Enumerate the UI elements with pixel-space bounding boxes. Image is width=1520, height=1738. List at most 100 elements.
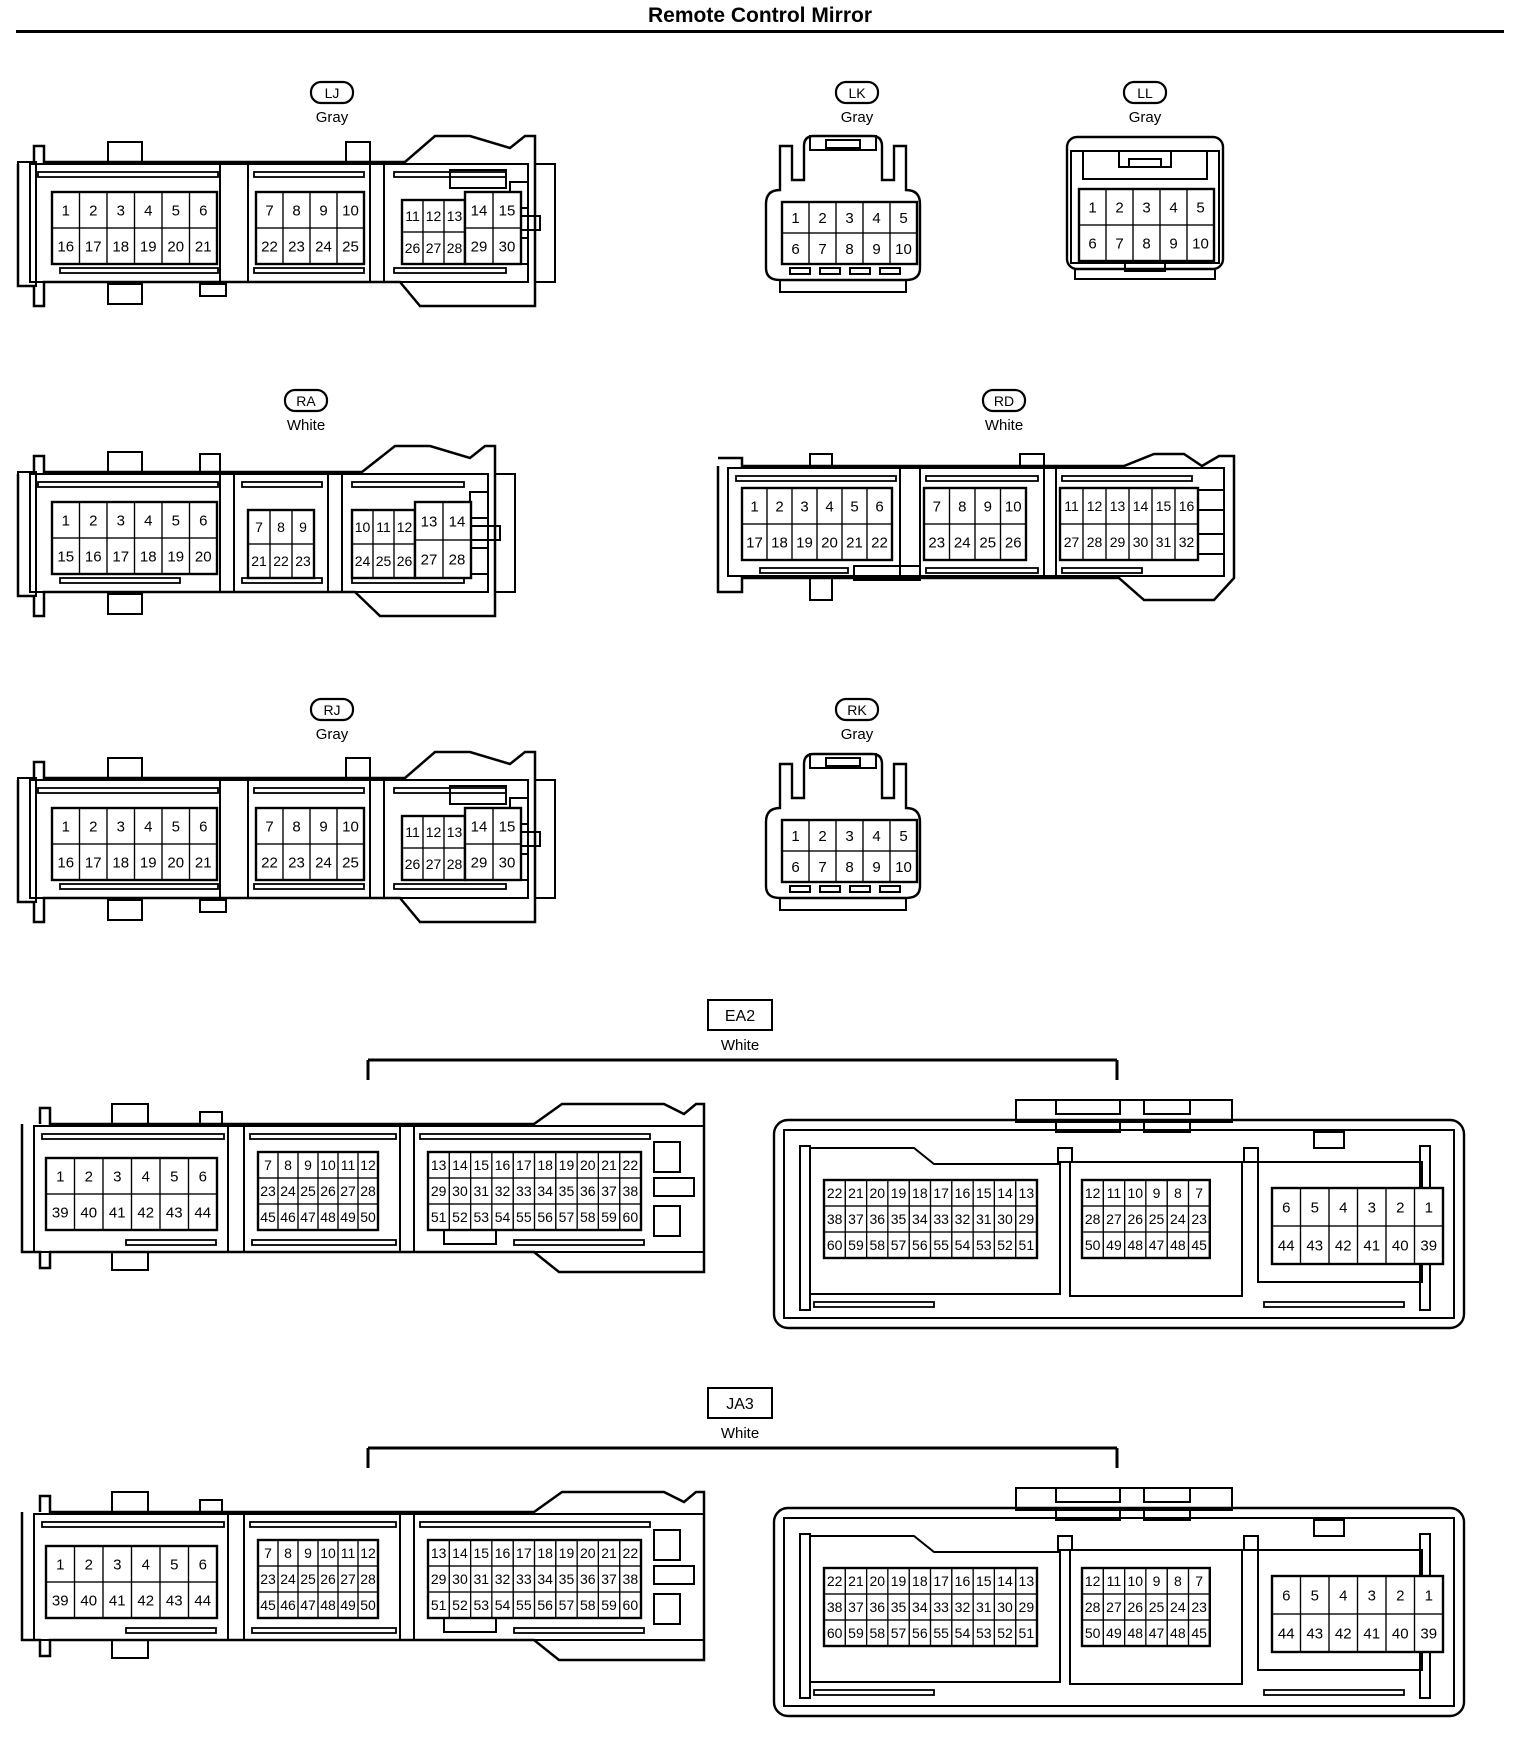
connector-color: Gray [1129,109,1162,126]
shell-outline [16,444,497,618]
pin-number: 57 [891,1625,907,1641]
shell-segment [253,883,365,890]
pin-number: 27 [340,1183,356,1199]
pin-number: 10 [342,202,359,219]
shell-segment [879,885,901,893]
pin-number: 26 [320,1183,336,1199]
pin-number: 22 [261,238,278,255]
shell-segment [1019,453,1045,467]
pin-number: 49 [340,1597,356,1613]
pin-number: 20 [167,854,184,871]
shell-outline [810,1147,1061,1295]
shell-segment [879,267,901,275]
pin-number: 56 [537,1209,553,1225]
pin-cell [187,1581,218,1619]
pin-number: 8 [1174,1573,1182,1589]
pin-number: 35 [891,1599,907,1615]
shell-segment [759,567,849,574]
pin-number: 52 [997,1625,1013,1641]
shell-segment [1055,1509,1121,1521]
shell-segment [253,267,365,274]
pin-number: 15 [57,548,74,565]
pin-number: 9 [304,1545,312,1561]
pin-number: 38 [623,1571,639,1587]
pin-number: 14 [997,1573,1013,1589]
pin-number: 55 [516,1209,532,1225]
shell-segment [59,267,219,274]
pin-number: 49 [1106,1625,1122,1641]
shell-segment [1263,1689,1405,1696]
shell-segment [33,1125,705,1253]
pin-number: 25 [300,1571,316,1587]
pin-number: 35 [559,1183,575,1199]
pin-number: 25 [342,238,359,255]
pin-number: 2 [1396,1199,1404,1216]
pin-number: 28 [449,551,466,568]
shell-segment [345,757,371,779]
pin-number: 32 [495,1571,511,1587]
pin-number: 4 [825,498,833,515]
pin-number: 43 [166,1204,183,1221]
pin-number: 10 [895,241,912,258]
pin-number: 49 [340,1209,356,1225]
shell-segment [1263,1301,1405,1308]
pin-number: 36 [869,1211,885,1227]
pin-number: 8 [284,1545,292,1561]
shell-segment [253,787,365,794]
pin-number: 18 [771,534,788,551]
pin-number: 6 [199,202,207,219]
pin-number: 17 [85,854,102,871]
pin-number: 30 [452,1571,468,1587]
shell-segment [534,163,556,283]
pin-number: 22 [827,1185,843,1201]
pin-number: 46 [280,1597,296,1613]
pin-number: 38 [827,1211,843,1227]
pin-number: 28 [447,240,463,256]
pin-number: 57 [559,1597,575,1613]
pin-number: 7 [933,498,941,515]
pin-number: 6 [199,818,207,835]
shell-segment [494,473,516,593]
shell-segment [1057,1535,1073,1551]
pin-number: 14 [471,202,488,219]
shell-segment [241,481,323,488]
pin-cell [1187,1619,1211,1647]
pin-number: 11 [405,824,420,840]
shell-segment [653,1529,681,1561]
pin-number: 18 [912,1573,928,1589]
pin-number: 19 [891,1573,907,1589]
shell-segment [1128,158,1162,168]
pin-number: 50 [360,1597,376,1613]
shell-segment [399,1125,415,1253]
shell-segment [199,1499,223,1513]
pin-number: 14 [1133,498,1149,514]
connector-color: White [985,417,1023,434]
shell-segment [219,473,235,593]
pin-cell [1187,1231,1211,1259]
pin-number: 4 [1169,199,1177,216]
shell-outline [20,1490,706,1662]
pin-number: 1 [1425,1199,1433,1216]
pin-number: 11 [376,519,391,535]
shell-segment [399,1513,415,1641]
pin-number: 15 [473,1157,489,1173]
pin-number: 10 [342,818,359,835]
shell-segment [125,1239,217,1246]
shell-segment [513,1627,645,1634]
shell-segment [37,171,219,178]
pin-number: 51 [431,1209,447,1225]
pin-number: 1 [56,1168,64,1185]
pin-number: 5 [899,210,907,227]
pin-number: 10 [1127,1185,1143,1201]
